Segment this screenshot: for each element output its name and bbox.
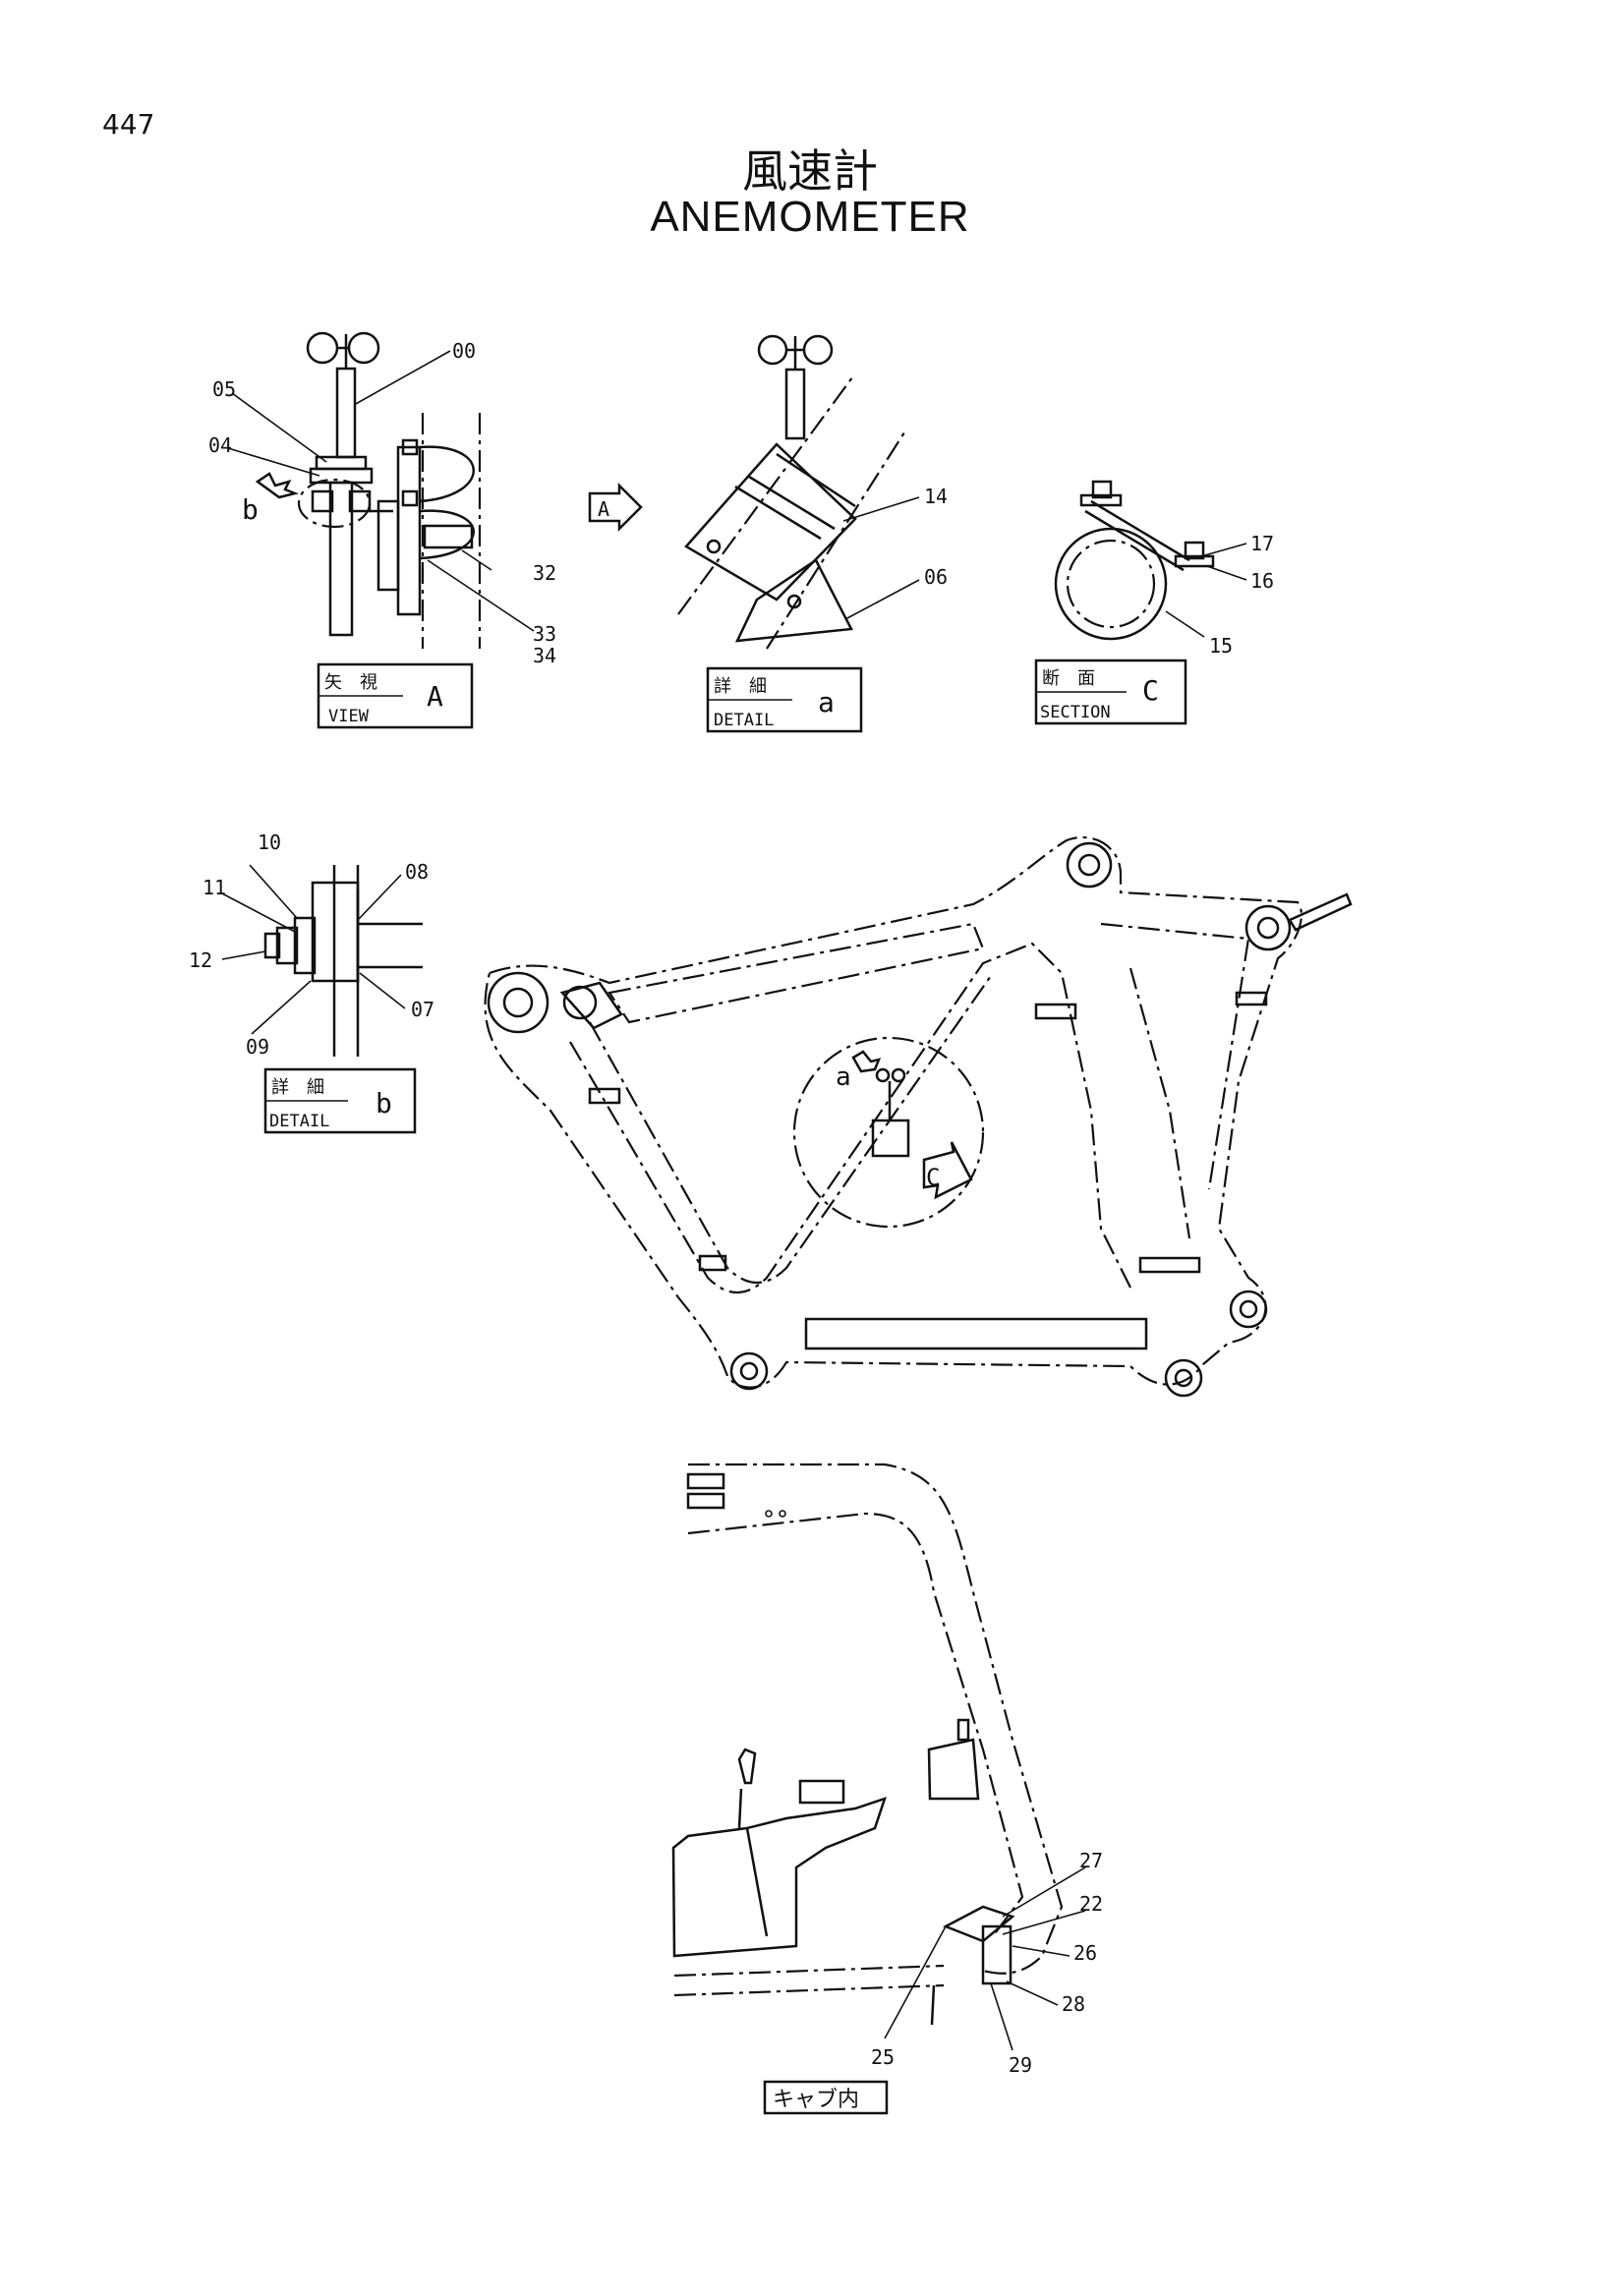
detail-a-letter: a xyxy=(818,686,835,718)
callout-09: 09 xyxy=(246,1035,269,1059)
detail-a-label-box xyxy=(706,666,863,733)
section-c-en: SECTION xyxy=(1040,703,1111,722)
callout-11: 11 xyxy=(202,876,226,899)
detail-b-jp: 詳 細 xyxy=(271,1077,324,1098)
callout-b-letter: b xyxy=(242,493,259,526)
callout-32: 32 xyxy=(533,561,556,585)
view-a-jp: 矢 視 xyxy=(324,672,377,693)
callout-08: 08 xyxy=(405,860,429,884)
page-number: 447 xyxy=(102,108,155,141)
callout-a-letter: a xyxy=(836,1062,851,1092)
callout-05: 05 xyxy=(212,377,236,401)
callout-16: 16 xyxy=(1250,569,1274,593)
callout-27: 27 xyxy=(1079,1849,1103,1872)
callout-22: 22 xyxy=(1079,1892,1103,1916)
view-a-en: VIEW xyxy=(328,707,370,726)
cab-drawing xyxy=(671,1463,1086,2051)
callout-28: 28 xyxy=(1062,1992,1085,2016)
detail-a-drawing xyxy=(677,334,920,650)
boom-frame-drawing xyxy=(484,835,1353,1398)
callout-00: 00 xyxy=(452,339,476,363)
callout-29: 29 xyxy=(1009,2053,1032,2077)
callout-10: 10 xyxy=(258,831,281,854)
callout-26: 26 xyxy=(1073,1941,1097,1965)
detail-a-jp: 詳 細 xyxy=(714,676,767,697)
title-english: ANEMOMETER xyxy=(650,193,970,241)
view-arrow-a xyxy=(588,482,643,533)
callout-34: 34 xyxy=(533,644,556,667)
section-c-label-box xyxy=(1034,659,1187,725)
callout-33: 33 xyxy=(533,622,556,646)
callout-07: 07 xyxy=(411,998,434,1021)
section-c-jp: 断 面 xyxy=(1042,668,1095,689)
arrow-c-label: C xyxy=(926,1164,940,1191)
callout-04: 04 xyxy=(208,433,232,457)
detail-b-label-box xyxy=(263,1067,417,1134)
callout-25: 25 xyxy=(871,2045,895,2069)
title-japanese: 風速計 xyxy=(742,144,878,198)
view-a-drawing xyxy=(227,331,535,649)
arrow-a-label: A xyxy=(598,497,609,521)
view-a-label-box xyxy=(317,662,474,729)
detail-a-en: DETAIL xyxy=(714,711,774,730)
detail-b-letter: b xyxy=(376,1087,392,1119)
callout-17: 17 xyxy=(1250,532,1274,555)
view-a-letter: A xyxy=(427,680,443,713)
callout-15: 15 xyxy=(1209,634,1233,658)
callout-06: 06 xyxy=(924,565,948,589)
cab-label-box xyxy=(763,2080,889,2115)
section-c-letter: C xyxy=(1142,674,1159,707)
detail-b-drawing xyxy=(219,864,423,1057)
detail-b-en: DETAIL xyxy=(269,1112,329,1131)
cab-label: キャブ内 xyxy=(773,2088,859,2112)
callout-14: 14 xyxy=(924,485,948,508)
callout-12: 12 xyxy=(189,948,212,972)
section-c-drawing xyxy=(1054,480,1247,641)
